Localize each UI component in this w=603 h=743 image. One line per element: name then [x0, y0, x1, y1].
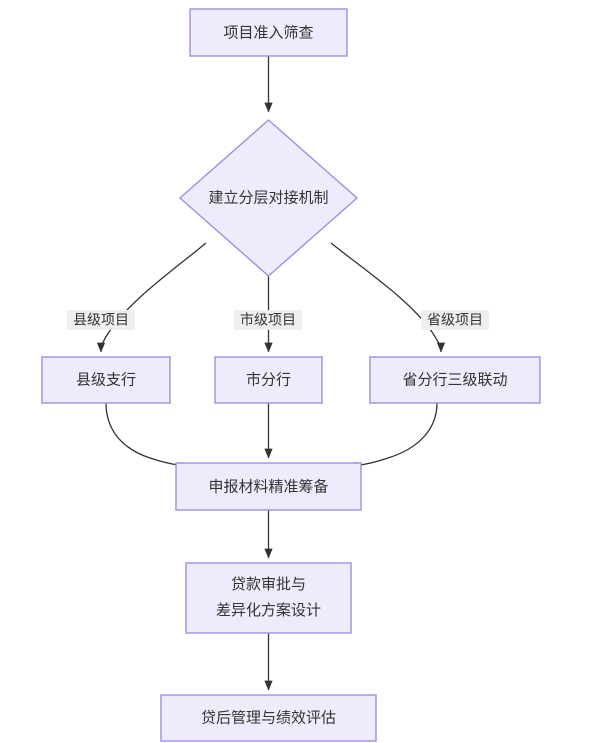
- node-county-branch[interactable]: 县级支行: [41, 356, 171, 404]
- node-approval-label-line2: 差异化方案设计: [216, 601, 321, 619]
- node-province-branch[interactable]: 省分行三级联动: [369, 356, 541, 404]
- edge-label-city-bg: [234, 310, 302, 330]
- edge-label-city-text: 市级项目: [240, 312, 296, 328]
- node-screening-shape[interactable]: [189, 8, 348, 57]
- node-county-branch-shape[interactable]: [41, 356, 171, 404]
- node-approval[interactable]: 贷款审批与 差异化方案设计: [185, 562, 352, 634]
- node-materials-label: 申报材料精准筹备: [208, 478, 328, 495]
- node-city-branch[interactable]: 市分行: [214, 356, 323, 404]
- node-city-branch-label: 市分行: [246, 371, 291, 388]
- node-mechanism-shape[interactable]: [178, 119, 359, 277]
- edge-county-branch-to-materials: [105, 402, 192, 471]
- node-post-loan-shape[interactable]: [160, 694, 377, 742]
- edge-layer: [96, 56, 446, 691]
- node-county-branch-label: 县级支行: [76, 371, 136, 388]
- edge-mechanism-to-county-branch: [96, 242, 207, 353]
- edge-label-city: 市级项目: [234, 310, 302, 330]
- node-materials-shape[interactable]: [175, 462, 362, 511]
- node-mechanism-label: 建立分层对接机制: [208, 189, 328, 206]
- edge-mechanism-to-province-branch: [330, 242, 446, 353]
- node-screening-label: 项目准入筛查: [223, 24, 313, 41]
- node-mechanism[interactable]: 建立分层对接机制: [178, 119, 359, 277]
- node-approval-label-line1: 贷款审批与: [231, 576, 306, 593]
- node-post-loan[interactable]: 贷后管理与绩效评估: [160, 694, 377, 742]
- edge-label-province-text: 省级项目: [427, 312, 483, 328]
- node-province-branch-shape[interactable]: [369, 356, 541, 404]
- node-approval-shape[interactable]: [185, 562, 352, 634]
- edge-label-province-bg: [421, 310, 489, 330]
- node-layer: 项目准入筛查 建立分层对接机制 县级支行 市分行 省分行三级联动 申报材料精准筹: [41, 8, 541, 742]
- edge-label-county: 县级项目: [67, 310, 135, 330]
- edge-label-province: 省级项目: [421, 310, 489, 330]
- node-post-loan-label: 贷后管理与绩效评估: [201, 709, 336, 726]
- edge-label-county-text: 县级项目: [73, 312, 129, 328]
- node-province-branch-label: 省分行三级联动: [402, 371, 507, 388]
- node-city-branch-shape[interactable]: [214, 356, 323, 404]
- node-screening[interactable]: 项目准入筛查: [189, 8, 348, 57]
- edge-province-branch-to-materials: [346, 402, 438, 471]
- edge-label-layer: 县级项目 市级项目 省级项目: [67, 310, 489, 330]
- edge-label-county-bg: [67, 310, 135, 330]
- node-materials[interactable]: 申报材料精准筹备: [175, 462, 362, 511]
